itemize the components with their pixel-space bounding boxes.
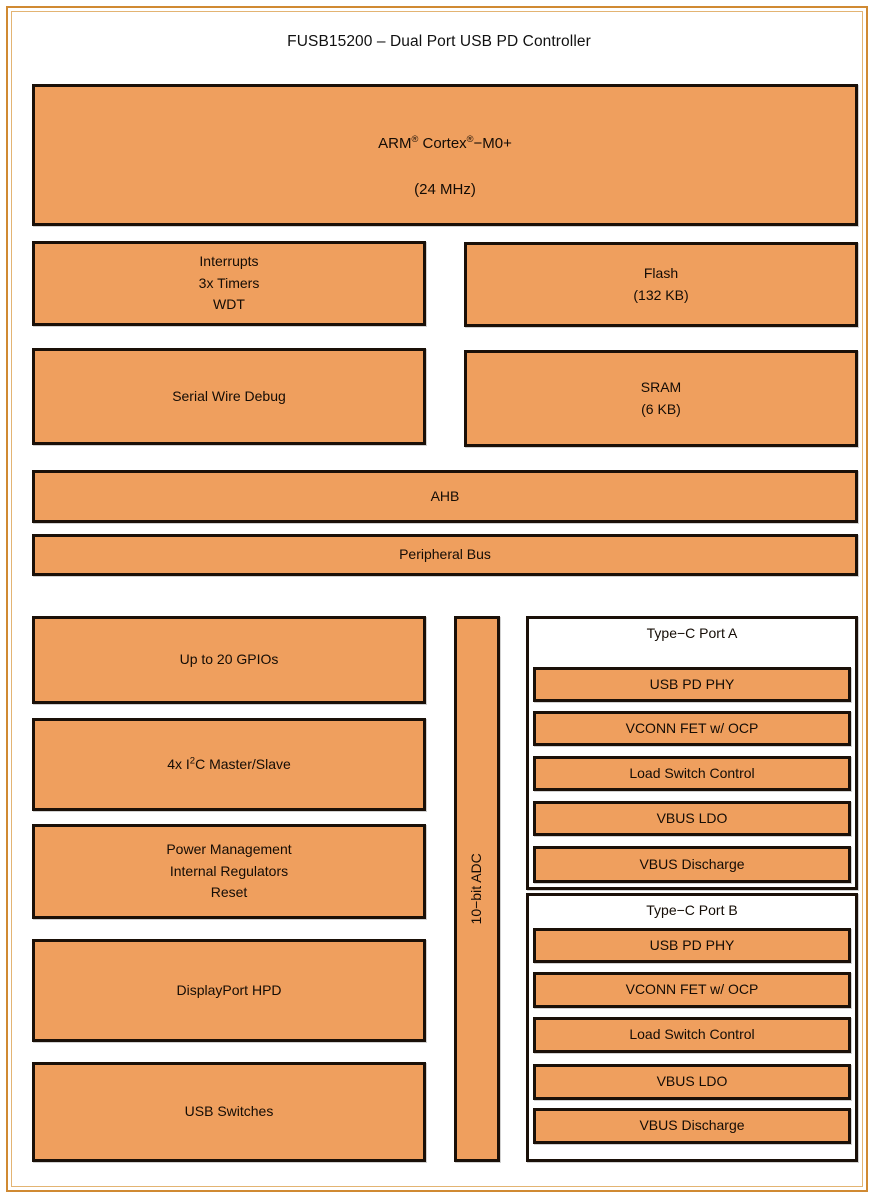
port-a-item-vconn-fet: VCONN FET w/ OCP: [533, 711, 851, 746]
block-peripheral-bus-label: Peripheral Bus: [399, 546, 491, 563]
port-a-item-vbus-ldo-label: VBUS LDO: [656, 809, 728, 826]
port-b-item-usb-pd-phy: USB PD PHY: [533, 928, 851, 963]
registered-icon-2: ®: [466, 133, 474, 144]
port-b-item-load-switch-control: Load Switch Control: [533, 1017, 851, 1053]
port-b-item-vconn-fet-label: VCONN FET w/ OCP: [625, 981, 759, 998]
port-a-item-load-switch-control-label: Load Switch Control: [629, 764, 755, 781]
cpu-line1-suffix: −M0+: [473, 134, 512, 152]
port-a-item-vbus-discharge-label: VBUS Discharge: [639, 855, 745, 872]
block-adc: 10−bit ADC: [454, 616, 500, 1162]
block-sram: SRAM (6 KB): [464, 350, 858, 447]
page-title: FUSB15200 – Dual Port USB PD Controller: [287, 33, 591, 50]
port-b-item-vbus-ldo-label: VBUS LDO: [656, 1073, 728, 1090]
block-sram-label: SRAM (6 KB): [640, 378, 682, 417]
block-interrupts-timers-wdt-label: Interrupts 3x Timers WDT: [198, 252, 260, 313]
block-flash: Flash (132 KB): [464, 242, 858, 327]
port-b-item-vbus-discharge: VBUS Discharge: [533, 1108, 851, 1144]
block-usb-switches-label: USB Switches: [184, 1103, 274, 1120]
block-serial-wire-debug-label: Serial Wire Debug: [172, 387, 286, 404]
i2c-superscript-2: 2: [189, 755, 196, 766]
block-power-management-label: Power Management Internal Regulators Res…: [166, 840, 292, 901]
port-a-item-usb-pd-phy: USB PD PHY: [533, 667, 851, 702]
port-b-item-vconn-fet: VCONN FET w/ OCP: [533, 972, 851, 1008]
block-ahb-label: AHB: [430, 487, 460, 504]
port-b-item-vbus-discharge-label: VBUS Discharge: [639, 1117, 745, 1134]
block-power-management: Power Management Internal Regulators Res…: [32, 824, 426, 919]
port-a-item-load-switch-control: Load Switch Control: [533, 756, 851, 791]
port-container-a: Type−C Port A: [526, 616, 858, 890]
port-a-item-usb-pd-phy-label: USB PD PHY: [649, 675, 735, 692]
block-serial-wire-debug: Serial Wire Debug: [32, 348, 426, 445]
block-displayport-hpd-label: DisplayPort HPD: [176, 981, 282, 998]
port-a-item-vconn-fet-label: VCONN FET w/ OCP: [625, 719, 759, 736]
block-flash-label: Flash (132 KB): [633, 264, 689, 303]
block-ahb: AHB: [32, 470, 858, 523]
cpu-line2: (24 MHz): [414, 181, 476, 199]
block-i2c: 4x I2C Master/Slave: [32, 718, 426, 811]
block-interrupts-timers-wdt: Interrupts 3x Timers WDT: [32, 241, 426, 326]
cpu-line1-mid: Cortex: [418, 134, 467, 152]
port-b-item-usb-pd-phy-label: USB PD PHY: [649, 936, 735, 953]
registered-icon-1: ®: [411, 133, 419, 144]
block-arm-cortex-m0: ARM® Cortex®−M0+ (24 MHz): [32, 84, 858, 226]
port-b-title: Type−C Port B: [646, 902, 738, 918]
i2c-suffix: C Master/Slave: [195, 755, 291, 772]
block-arm-cortex-m0-label: ARM® Cortex®−M0+ (24 MHz): [372, 109, 518, 202]
port-b-item-vbus-ldo: VBUS LDO: [533, 1064, 851, 1100]
port-a-item-vbus-ldo: VBUS LDO: [533, 801, 851, 836]
block-adc-label: 10−bit ADC: [468, 853, 485, 925]
port-a-title: Type−C Port A: [646, 625, 738, 641]
block-i2c-label: 4x I2C Master/Slave: [161, 754, 297, 776]
block-usb-switches: USB Switches: [32, 1062, 426, 1162]
cpu-line1-prefix: ARM: [378, 134, 412, 152]
i2c-prefix: 4x I: [167, 755, 190, 772]
block-displayport-hpd: DisplayPort HPD: [32, 939, 426, 1042]
port-b-item-load-switch-control-label: Load Switch Control: [629, 1026, 755, 1043]
port-a-item-vbus-discharge: VBUS Discharge: [533, 846, 851, 883]
block-gpios-label: Up to 20 GPIOs: [179, 651, 279, 668]
block-gpios: Up to 20 GPIOs: [32, 616, 426, 704]
block-peripheral-bus: Peripheral Bus: [32, 534, 858, 576]
